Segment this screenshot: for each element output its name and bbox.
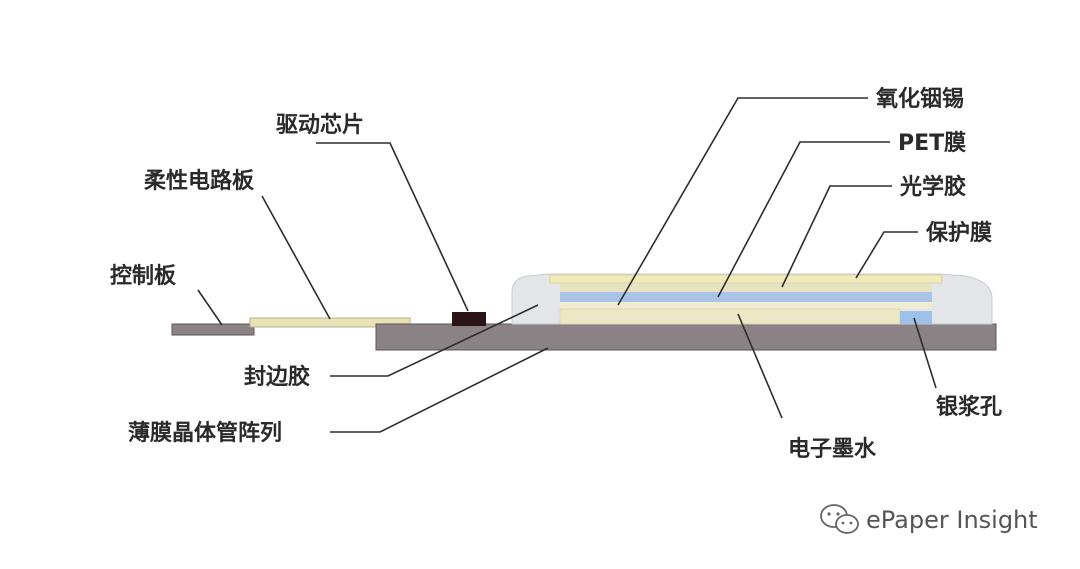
protective-film-shape: [549, 274, 943, 284]
wechat-icon: [820, 504, 859, 534]
watermark-text: ePaper Insight: [866, 506, 1038, 534]
leader-ito: [617, 97, 868, 306]
label-edge-sealant: 封边胶: [244, 364, 310, 390]
control-board-shape: [171, 323, 255, 336]
leader-tft-array: [330, 347, 549, 433]
label-e-ink: 电子墨水: [788, 437, 877, 462]
label-tft-array: 薄膜晶体管阵列: [128, 420, 282, 446]
label-driver-chip: 驱动芯片: [276, 113, 364, 138]
label-optical-adhesive: 光学胶: [899, 174, 966, 200]
e-ink-shape: [559, 308, 901, 325]
tft-substrate-shape: [375, 323, 997, 351]
leader-edge-sealant: [330, 304, 539, 377]
leader-driver-chip: [316, 142, 469, 312]
leader-silver-paste: [913, 317, 937, 389]
silver-paste-shape: [900, 311, 932, 324]
leader-e-ink: [737, 313, 783, 419]
label-ito: 氧化铟锡: [875, 86, 964, 112]
leader-protective: [855, 231, 918, 279]
label-fpc: 柔性电路板: [144, 168, 255, 194]
label-pet-film: PET膜: [898, 131, 966, 156]
leader-pet: [717, 141, 890, 298]
optical-adhesive-shape: [560, 284, 932, 292]
label-protective-film: 保护膜: [925, 221, 992, 246]
driver-chip-shape: [452, 312, 486, 326]
label-silver-paste-hole: 银浆孔: [936, 394, 1002, 420]
leader-control-board: [197, 289, 223, 326]
leader-optical: [781, 185, 892, 288]
pet-film-shape: [560, 292, 932, 302]
ito-shape: [560, 302, 932, 309]
leader-fpc: [261, 195, 331, 320]
label-control-board: 控制板: [110, 263, 177, 289]
